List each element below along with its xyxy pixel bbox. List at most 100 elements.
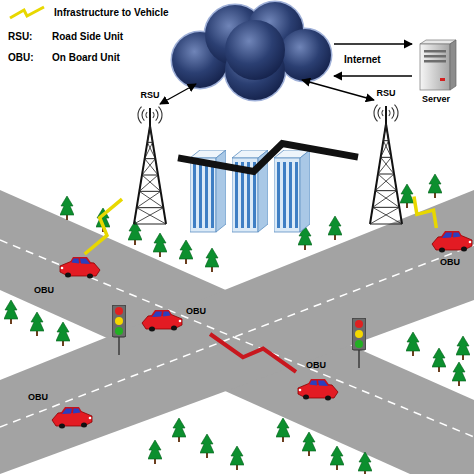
legend-item: Infrastructure to Vehicle xyxy=(8,4,228,22)
tower-brace xyxy=(375,191,399,208)
node-label: RSU xyxy=(122,90,178,101)
tower-brace xyxy=(147,142,152,143)
car-cabin xyxy=(70,257,92,264)
cloud-puff xyxy=(279,29,331,81)
radio-wave xyxy=(392,107,394,118)
obu-node: OBU xyxy=(28,392,94,432)
car-window xyxy=(442,233,452,239)
car-wheel xyxy=(439,248,445,253)
car-body-group xyxy=(298,379,338,401)
tree xyxy=(200,434,214,458)
tree xyxy=(96,208,110,232)
tower-icon xyxy=(358,102,414,226)
server-led xyxy=(440,78,445,81)
link-label: Internet xyxy=(344,54,381,66)
abbreviation: OBU: xyxy=(8,52,34,64)
server-front xyxy=(420,44,450,90)
tower-brace xyxy=(139,191,160,192)
tower-brace xyxy=(381,141,389,158)
abbreviation-meaning: Road Side Unit xyxy=(52,31,123,43)
radio-wave xyxy=(389,110,390,116)
link-arrow xyxy=(160,84,196,104)
car-headlight xyxy=(179,320,182,323)
car-body-group xyxy=(60,257,100,279)
tree xyxy=(400,184,414,208)
tree xyxy=(128,221,142,245)
car-cabin xyxy=(440,231,462,238)
car-window xyxy=(73,409,81,414)
tree xyxy=(276,418,290,442)
tower-brace xyxy=(142,175,161,191)
car-wheel xyxy=(59,424,65,429)
tower-brace xyxy=(145,142,153,158)
tree xyxy=(179,240,193,264)
tree xyxy=(56,322,70,346)
tree xyxy=(4,300,18,324)
tower-brace xyxy=(373,191,397,208)
tower-brace xyxy=(373,207,400,208)
car-wheel xyxy=(325,396,331,401)
radio-wave xyxy=(142,109,144,120)
obu-node: OBU xyxy=(34,254,104,300)
lightning-sample xyxy=(10,7,44,18)
rsu-node: RSU xyxy=(358,88,414,226)
car-window xyxy=(318,381,328,387)
building xyxy=(190,150,226,232)
link-arrow xyxy=(302,80,374,100)
tower-brace xyxy=(134,224,166,225)
road xyxy=(0,190,474,474)
node-label: OBU xyxy=(28,392,48,403)
car-headlight xyxy=(469,241,472,244)
cloud-puff xyxy=(225,20,285,80)
radio-wave xyxy=(153,112,154,118)
car-window xyxy=(163,312,171,317)
radio-wave xyxy=(146,112,147,118)
tower-brace xyxy=(137,207,164,208)
wireless-link xyxy=(414,196,436,228)
tower-brace xyxy=(373,207,402,224)
tree xyxy=(205,248,219,272)
tower-brace xyxy=(137,191,161,207)
car-window xyxy=(80,259,90,265)
tower-brace xyxy=(370,207,399,224)
tower-brace xyxy=(375,190,396,191)
tower-brace xyxy=(139,175,158,191)
radio-wave xyxy=(138,107,142,124)
car-wheel xyxy=(81,423,87,428)
radio-wave xyxy=(374,105,378,122)
car-icon xyxy=(58,254,102,280)
tree xyxy=(428,174,442,198)
building xyxy=(274,150,310,232)
wireless-link xyxy=(178,143,358,171)
tree xyxy=(153,233,167,257)
car-body-group xyxy=(52,407,92,429)
radio-wave xyxy=(158,107,162,124)
tower-brace xyxy=(145,159,158,175)
car-body-group xyxy=(432,231,472,253)
car-window xyxy=(152,312,162,318)
car-icon xyxy=(296,376,340,402)
server-slot xyxy=(424,55,446,58)
legend-text: Infrastructure to Vehicle xyxy=(54,7,168,19)
tree xyxy=(60,196,74,220)
tower-brace xyxy=(142,175,158,176)
node-label: RSU xyxy=(358,88,414,99)
tree xyxy=(172,418,186,442)
server-slot xyxy=(424,60,446,63)
link-arrow xyxy=(334,43,412,44)
car-wheel xyxy=(303,395,309,400)
tower-brace xyxy=(378,174,397,191)
tower-brace xyxy=(386,124,389,141)
tower-brace xyxy=(383,140,388,141)
link-arrow xyxy=(334,75,412,76)
road xyxy=(0,190,474,474)
server-side xyxy=(450,40,456,90)
car-wheel xyxy=(171,326,177,331)
car-headlight xyxy=(89,417,92,420)
tower-brace xyxy=(381,157,394,174)
car-window xyxy=(453,233,461,238)
lane-marking xyxy=(0,240,474,437)
tree xyxy=(302,432,316,456)
